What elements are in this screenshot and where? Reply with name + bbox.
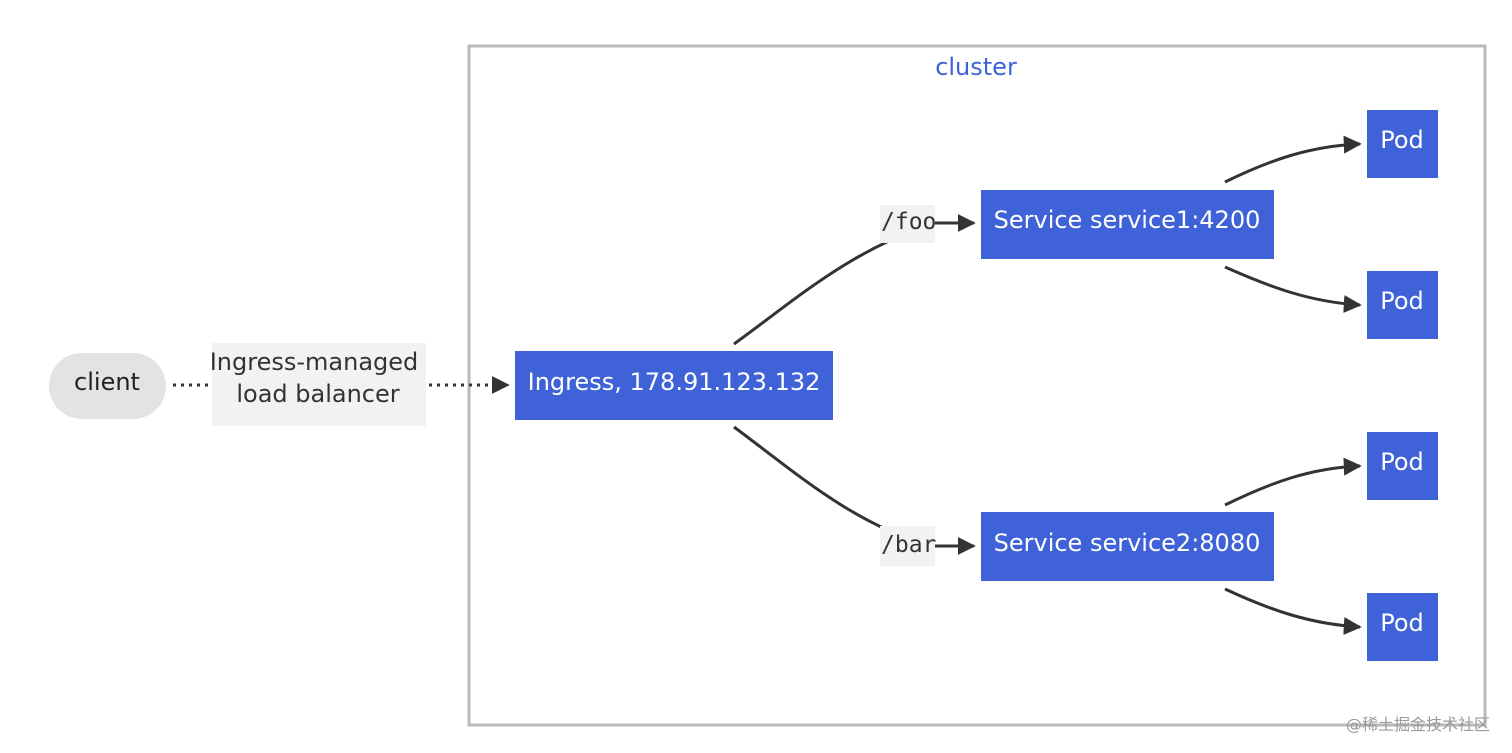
ingress-node[interactable]: Ingress, 178.91.123.132 [515, 351, 833, 420]
client-node-label: client [74, 368, 140, 396]
pod-node-3-shape [1367, 432, 1438, 500]
service2-node-shape [981, 512, 1274, 581]
pod-node-4-label: Pod [1380, 609, 1424, 637]
service1-node-label: Service service1:4200 [994, 206, 1261, 234]
pod-node-4[interactable]: Pod [1367, 593, 1438, 661]
pod-node-3-label: Pod [1380, 448, 1424, 476]
bar-label: /bar [881, 532, 936, 558]
service1-to-pods-edges [1224, 135, 1362, 314]
ingress-to-service1-edge: /foo [733, 205, 976, 346]
service1-pod2-arrow [1224, 265, 1362, 314]
service2-pod3-arrow [1224, 457, 1362, 507]
pod-node-1[interactable]: Pod [1367, 110, 1438, 178]
load-balancer-label-line-2: load balancer [236, 380, 399, 408]
service2-node-label: Service service2:8080 [994, 529, 1261, 557]
pod-node-2-label: Pod [1380, 287, 1424, 315]
pod-node-2[interactable]: Pod [1367, 271, 1438, 339]
pod-node-3[interactable]: Pod [1367, 432, 1438, 500]
pod-node-2-shape [1367, 271, 1438, 339]
watermark-text: @稀土掘金技术社区 [1346, 715, 1490, 734]
client-node-shape [49, 353, 166, 419]
ingress-node-shape [515, 351, 833, 420]
foo-label-background [880, 205, 935, 243]
cluster-label: cluster [935, 53, 1017, 81]
load-balancer-label-line-1: Ingress-managed [210, 348, 419, 376]
client-node[interactable]: client [49, 353, 166, 419]
service2-pod4-arrow [1224, 587, 1362, 636]
pod-node-1-shape [1367, 110, 1438, 178]
service2-node[interactable]: Service service2:8080 [981, 512, 1274, 581]
pod-node-4-shape [1367, 593, 1438, 661]
client-to-ingress-edge: Ingress-managed load balancer [173, 343, 510, 426]
service1-pod1-arrow [1224, 135, 1362, 184]
pod-node-1-label: Pod [1380, 126, 1424, 154]
service1-node-shape [981, 190, 1274, 259]
foo-label: /foo [881, 209, 936, 235]
load-balancer-label-background [212, 343, 426, 426]
ingress-node-label: Ingress, 178.91.123.132 [528, 368, 821, 396]
ingress-to-service2-edge: /bar [733, 425, 976, 566]
service2-to-pods-edges [1224, 457, 1362, 636]
service1-node[interactable]: Service service1:4200 [981, 190, 1274, 259]
bar-label-background [880, 526, 935, 566]
